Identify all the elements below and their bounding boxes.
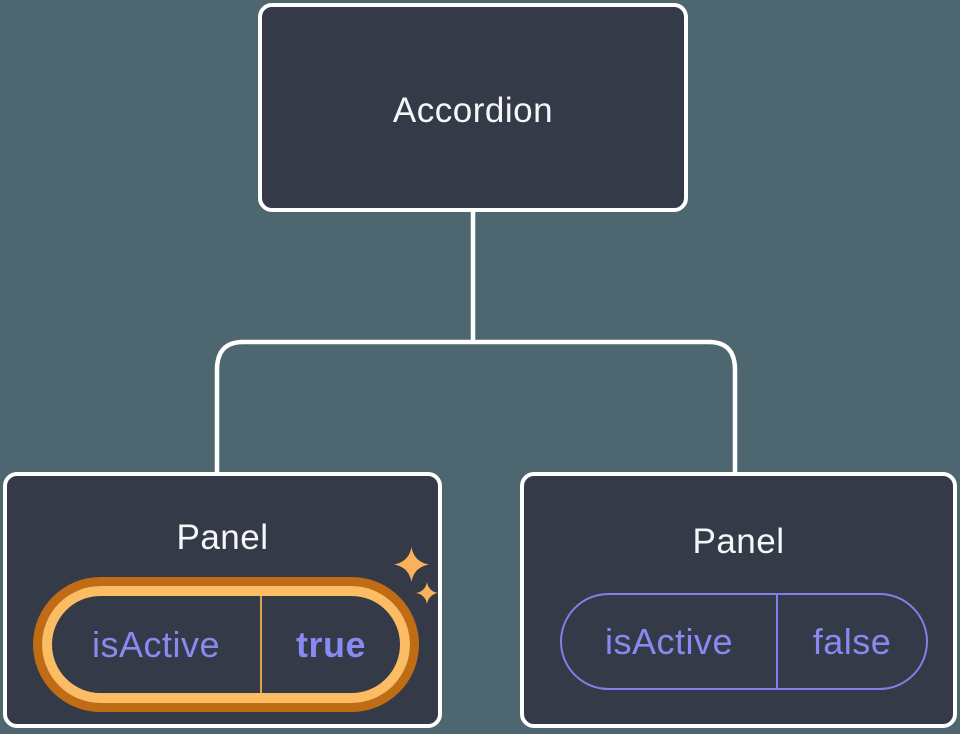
state-key-label: isActive (91, 623, 221, 665)
state-value-label: true (295, 623, 366, 665)
connector-branch (214, 339, 738, 473)
state-value-label: false (812, 620, 892, 662)
sparkle-small-icon (416, 582, 438, 604)
panel-node-title: Panel (176, 518, 269, 557)
panel-node-active: Panel isActive true (3, 472, 442, 728)
accordion-node-title: Accordion (392, 91, 554, 130)
state-key-label: isActive (604, 620, 734, 662)
accordion-node: Accordion (258, 3, 688, 212)
state-pill-active: isActive true (42, 586, 410, 703)
panel-node-title: Panel (692, 522, 785, 561)
pill-divider (776, 595, 778, 688)
state-pill-inactive: isActive false (560, 593, 928, 690)
panel-node-inactive: Panel isActive false (520, 472, 957, 728)
pill-divider (260, 596, 262, 693)
